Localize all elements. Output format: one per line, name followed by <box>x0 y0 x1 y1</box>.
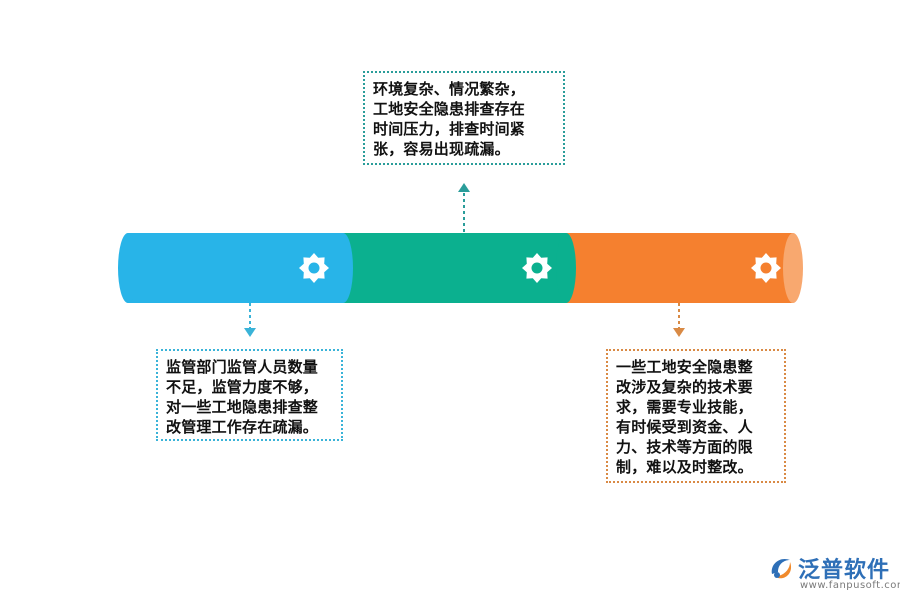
gear-icon <box>751 253 781 283</box>
callout-top-text: 环境复杂、情况繁杂， 工地安全隐患排查存在 时间压力，排查时间紧 张，容易出现疏… <box>373 80 526 158</box>
brand-logo: 泛普软件 www.fanpusoft.com <box>768 552 900 592</box>
arrow-down-icon <box>673 328 685 337</box>
logo-name: 泛普软件 <box>798 558 891 583</box>
callout-right-text: 一些工地安全隐患整 改涉及复杂的技术要 求，需要专业技能， 有时候受到资金、人 … <box>616 358 753 476</box>
logo-mark-icon <box>771 558 792 579</box>
gear-icon <box>522 253 552 283</box>
callout-left-text: 监管部门监管人员数量 不足，监管力度不够， 对一些工地隐患排查整 改管理工作存在… <box>166 358 319 436</box>
logo-url: www.fanpusoft.com <box>800 580 900 591</box>
arrow-down-icon <box>244 328 256 337</box>
callout-top: 环境复杂、情况繁杂， 工地安全隐患排查存在 时间压力，排查时间紧 张，容易出现疏… <box>363 71 565 165</box>
callout-left: 监管部门监管人员数量 不足，监管力度不够， 对一些工地隐患排查整 改管理工作存在… <box>156 349 343 441</box>
arrow-up-icon <box>458 183 470 192</box>
gear-icon <box>299 253 329 283</box>
callout-right: 一些工地安全隐患整 改涉及复杂的技术要 求，需要专业技能， 有时候受到资金、人 … <box>606 349 786 483</box>
